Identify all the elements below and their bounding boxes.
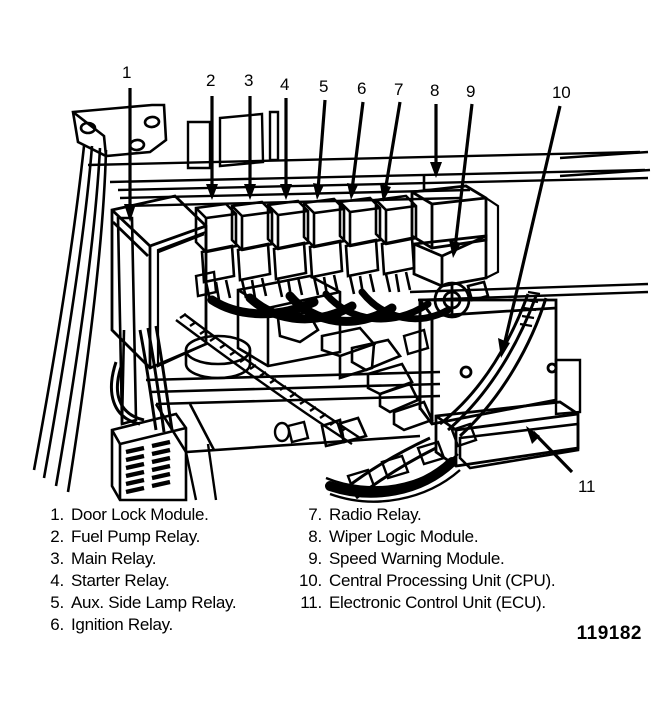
vertical-post: [418, 300, 434, 424]
callout-number-10: 10: [552, 83, 571, 102]
legend-item-8-number: 8.: [308, 527, 322, 546]
relay-harness-thick: [207, 291, 397, 326]
hose-ribbing: [519, 290, 541, 328]
legend-item-10-number: 10.: [298, 571, 322, 590]
callout-number-6: 6: [357, 79, 367, 98]
legend-item-11-number: 11.: [300, 593, 322, 612]
bottom-dark-loom: [325, 457, 457, 498]
callout-number-4: 4: [280, 75, 290, 94]
hose-clamp-c: [380, 454, 410, 480]
callout-number-7: 7: [394, 80, 404, 99]
legend-item-4: 4. Starter Relay.: [38, 570, 288, 592]
legend-item-7: 7. Radio Relay.: [296, 504, 626, 526]
ecu-hose-upper: [439, 293, 548, 438]
legend-item-3-label: Main Relay.: [71, 549, 157, 568]
grommet-ring: [433, 281, 471, 319]
legend-item-2-number: 2.: [50, 527, 64, 546]
left-wire-loom: [32, 145, 108, 493]
legend-item-3-number: 3.: [50, 549, 64, 568]
braided-cable: [175, 313, 361, 446]
legend-item-2-label: Fuel Pump Relay.: [71, 527, 201, 546]
legend-item-4-label: Starter Relay.: [71, 571, 170, 590]
callout-number-5: 5: [319, 77, 329, 96]
legend-item-1: 1. Door Lock Module.: [38, 504, 288, 526]
legend-item-6-number: 6.: [50, 615, 64, 634]
callout-number-9: 9: [466, 82, 476, 101]
callout-number-3: 3: [244, 71, 254, 90]
legend-column-right: 7. Radio Relay. 8. Wiper Logic Module. 9…: [296, 504, 626, 614]
legend-item-9: 9. Speed Warning Module.: [296, 548, 626, 570]
bottom-loom-outline: [325, 453, 461, 503]
legend-item-8-label: Wiper Logic Module.: [329, 527, 479, 546]
fuse-block: [110, 412, 188, 502]
main-wire-bundle: [138, 325, 174, 433]
fuse-block-fuses: [125, 439, 171, 495]
ecu-box-lower: [458, 422, 580, 470]
module-stack-side: [485, 197, 500, 279]
legend-item-6-label: Ignition Relay.: [71, 615, 173, 634]
door-lock-module-side: [156, 230, 208, 368]
legend-item-1-number: 1.: [50, 505, 64, 524]
legend: 1. Door Lock Module. 2. Fuel Pump Relay.…: [0, 504, 664, 654]
callout-number-8: 8: [430, 81, 440, 100]
ecu-box-end-cap: [554, 358, 582, 416]
legend-item-5: 5. Aux. Side Lamp Relay.: [38, 592, 288, 614]
right-edge-rails: [559, 150, 651, 178]
speed-warning-module: [412, 234, 488, 288]
legend-item-5-label: Aux. Side Lamp Relay.: [71, 593, 237, 612]
grommet-tab: [466, 280, 490, 302]
rail-tab-right: [268, 110, 280, 162]
wiper-logic-clip-mark: [422, 176, 436, 192]
connector-plug-d: [378, 382, 420, 414]
connector-plug-b: [350, 338, 403, 372]
legend-item-10: 10. Central Processing Unit (CPU).: [296, 570, 626, 592]
diagonal-brace: [184, 443, 218, 501]
legend-column-left: 1. Door Lock Module. 2. Fuel Pump Relay.…: [38, 504, 288, 636]
legend-item-11-label: Electronic Control Unit (ECU).: [329, 593, 546, 612]
connector-plug-a: [320, 326, 377, 380]
figure-number: 119182: [576, 623, 642, 644]
small-tab-a: [194, 270, 218, 298]
mounting-bracket: [71, 103, 168, 158]
legend-item-9-number: 9.: [308, 549, 322, 568]
hose-clamp-b: [416, 440, 446, 466]
relay-harness-thick-2: [322, 288, 452, 323]
legend-item-11: 11. Electronic Control Unit (ECU).: [296, 592, 626, 614]
legend-item-8: 8. Wiper Logic Module.: [296, 526, 626, 548]
legend-item-4-number: 4.: [50, 571, 64, 590]
rail-tab-left: [186, 120, 212, 170]
small-tab-b: [402, 328, 430, 356]
legend-item-3: 3. Main Relay.: [38, 548, 288, 570]
callout-number-2: 2: [206, 71, 216, 90]
legend-item-10-label: Central Processing Unit (CPU).: [329, 571, 556, 590]
legend-item-7-label: Radio Relay.: [329, 505, 422, 524]
legend-item-7-number: 7.: [308, 505, 322, 524]
callout-number-11: 11: [578, 477, 596, 496]
hose-clamp-a: [450, 422, 478, 448]
wire-loop-left: [109, 361, 145, 426]
bolt-head: [273, 420, 310, 444]
legend-item-1-label: Door Lock Module.: [71, 505, 209, 524]
legend-item-2: 2. Fuel Pump Relay.: [38, 526, 288, 548]
callout-number-1: 1: [122, 63, 132, 82]
center-round-boss: [184, 334, 252, 380]
legend-item-6: 6. Ignition Relay.: [38, 614, 288, 636]
legend-item-9-label: Speed Warning Module.: [329, 549, 505, 568]
legend-item-5-number: 5.: [50, 593, 64, 612]
rail-tab-mid: [218, 112, 265, 168]
